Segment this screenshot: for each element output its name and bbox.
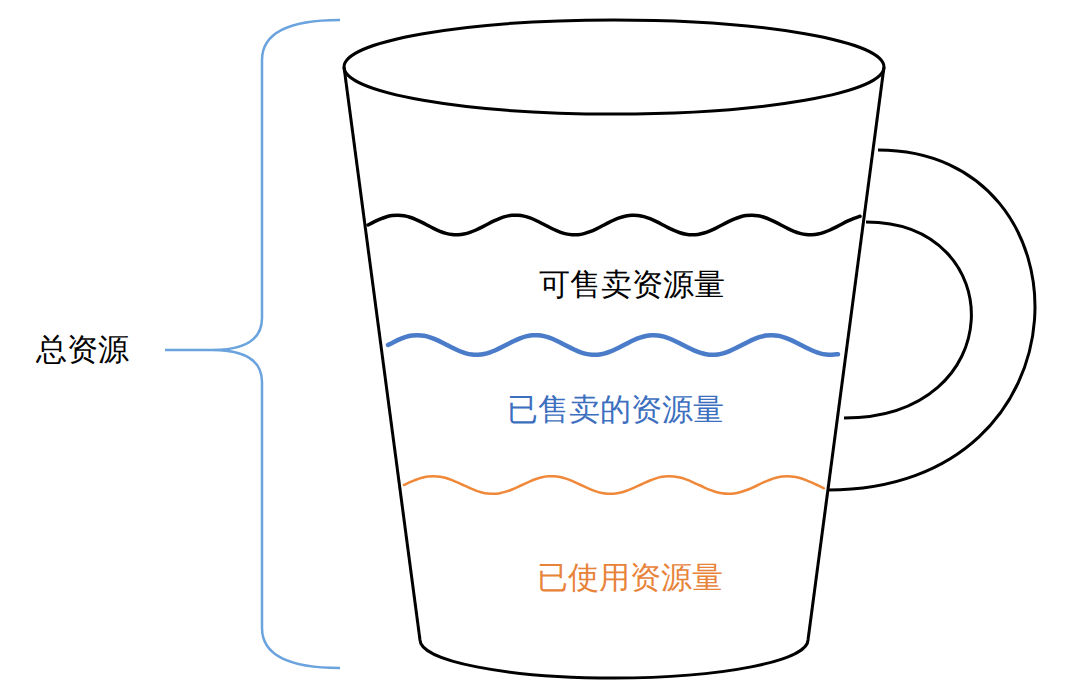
level-line-available xyxy=(368,215,860,235)
cup-rim xyxy=(344,20,884,114)
cup-side xyxy=(344,67,420,640)
level-line-sold xyxy=(388,335,838,355)
brace-leader xyxy=(165,349,212,352)
cup-bottom xyxy=(420,640,808,678)
brace xyxy=(212,20,340,668)
level-line-used xyxy=(404,476,824,494)
cup-handle xyxy=(844,222,971,418)
total-label: 总资源 xyxy=(36,331,129,368)
band-label: 已使用资源量 xyxy=(537,559,723,596)
band-label: 可售卖资源量 xyxy=(539,266,725,303)
band-label: 已售卖的资源量 xyxy=(507,391,724,428)
cup-handle xyxy=(828,150,1035,490)
